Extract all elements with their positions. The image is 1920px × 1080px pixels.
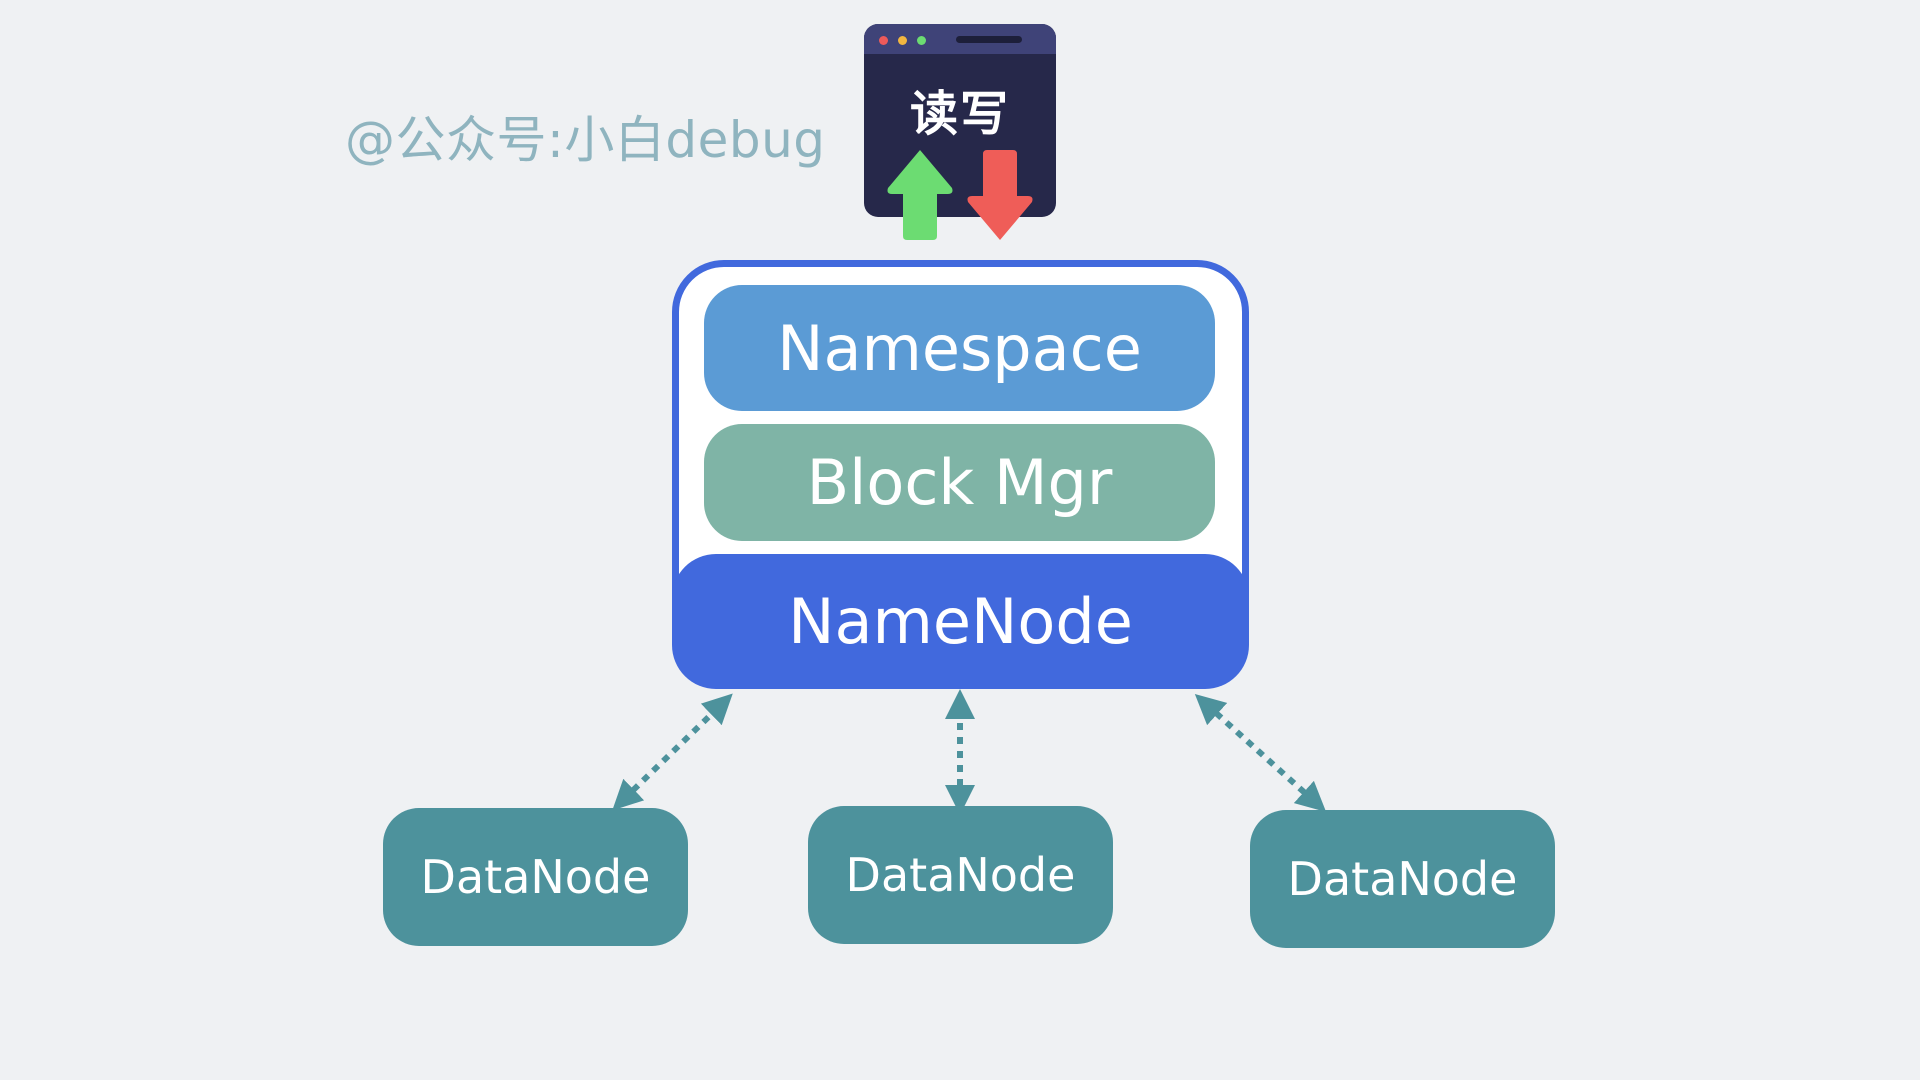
namespace-layer: Namespace	[704, 285, 1215, 411]
window-maximize-dot-icon	[917, 36, 926, 45]
window-close-dot-icon	[879, 36, 888, 45]
datanode-box-2: DataNode	[808, 806, 1113, 944]
watermark-text: @公众号:小白debug	[345, 111, 826, 169]
connector-datanode-1	[612, 693, 733, 811]
datanode-box-1: DataNode	[383, 808, 688, 946]
block-mgr-layer: Block Mgr	[704, 424, 1215, 541]
up-arrow-icon	[887, 150, 953, 240]
namenode-layer: NameNode	[672, 554, 1249, 689]
window-minimize-dot-icon	[898, 36, 907, 45]
datanode-label: DataNode	[1287, 852, 1518, 906]
datanode-label: DataNode	[845, 848, 1076, 902]
datanode-box-3: DataNode	[1250, 810, 1555, 948]
titlebar-bar	[956, 36, 1022, 43]
window-titlebar	[864, 24, 1056, 54]
down-arrow-icon	[967, 150, 1033, 240]
read-write-label: 读写	[909, 86, 1010, 142]
read-write-arrows	[887, 150, 1033, 240]
namespace-label: Namespace	[777, 311, 1142, 385]
namenode-label: NameNode	[788, 585, 1133, 658]
block-mgr-label: Block Mgr	[806, 446, 1113, 519]
connector-datanode-3	[1194, 693, 1327, 813]
datanode-label: DataNode	[420, 850, 651, 904]
